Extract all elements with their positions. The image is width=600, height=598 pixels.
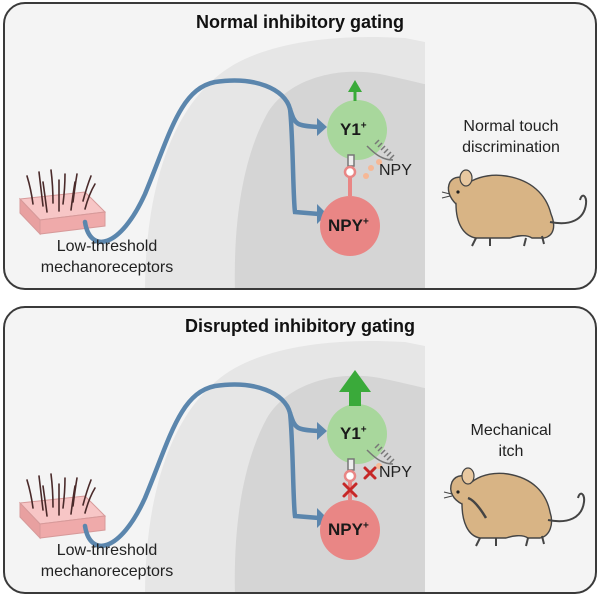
outcome-label: Normal touch discrimination — [446, 116, 576, 158]
synapse-terminal-npy — [317, 508, 327, 528]
npy-peptide-dot — [376, 463, 382, 469]
synapse-terminal-npy — [317, 204, 327, 224]
outcome-label-line2: itch — [498, 443, 524, 460]
block-x-icon — [342, 482, 358, 498]
y1-cell-label: Y1+ — [340, 120, 367, 140]
skin-patch-icon — [18, 473, 107, 540]
y1-cell — [327, 100, 387, 160]
output-arrow-small — [348, 80, 362, 101]
y1-label-text: Y1 — [340, 120, 361, 139]
receptor-label-line2: mechanoreceptors — [40, 259, 174, 276]
afferent-axon-branch — [287, 106, 322, 217]
y1-label-text: Y1 — [340, 424, 361, 443]
outcome-label-line1: Mechanical — [470, 422, 552, 439]
npy-peptide-label: NPY — [379, 464, 412, 481]
panel-normal-gating: Normal inhibitory gating — [3, 2, 597, 290]
npy-peptide-label: NPY — [379, 162, 412, 179]
outcome-label-line2: discrimination — [462, 139, 560, 156]
npy-receptor-icon — [347, 139, 395, 167]
npy-receptor-icon — [347, 443, 395, 471]
panel-disrupted-gating: Disrupted inhibitory gating — [3, 306, 597, 594]
mouse-icon — [441, 169, 588, 247]
npy-peptide-dot — [376, 159, 382, 165]
receptor-label-line2: mechanoreceptors — [40, 563, 174, 580]
y1-label-sup: + — [360, 120, 367, 132]
output-arrow-large — [339, 370, 371, 406]
block-x-icon — [363, 466, 377, 480]
y1-cell — [327, 404, 387, 464]
npy-cell — [320, 500, 380, 560]
synapse-terminal-y1 — [317, 422, 327, 440]
receptor-label: Low-threshold mechanoreceptors — [27, 540, 187, 582]
skin-patch-icon — [18, 169, 107, 236]
y1-cell-label: Y1+ — [340, 424, 367, 444]
panel-title: Disrupted inhibitory gating — [185, 316, 415, 336]
npy-cell-label: NPY+ — [328, 520, 369, 540]
panel-title: Normal inhibitory gating — [195, 12, 404, 32]
panel-diagram — [18, 37, 588, 288]
receptor-label-line1: Low-threshold — [56, 542, 158, 559]
npy-cell-label: NPY+ — [328, 216, 369, 236]
npy-cell-label-text: NPY — [328, 520, 363, 539]
outcome-label: Mechanical itch — [446, 420, 576, 462]
receptor-label-line1: Low-threshold — [56, 238, 158, 255]
mouse-icon — [443, 467, 586, 547]
npy-cell-label-sup: + — [362, 216, 369, 228]
npy-peptide-dot — [363, 173, 369, 179]
npy-cell-label-sup: + — [362, 520, 369, 532]
receptor-label: Low-threshold mechanoreceptors — [27, 236, 187, 278]
inhibitory-bouton — [343, 469, 357, 483]
inhibitory-bouton — [343, 165, 357, 179]
outcome-label-line1: Normal touch — [463, 118, 559, 135]
npy-peptide-dot — [368, 165, 374, 171]
synapse-terminal-y1 — [317, 118, 327, 136]
y1-label-sup: + — [360, 424, 367, 436]
panel-diagram — [18, 341, 586, 592]
npy-cell — [320, 196, 380, 256]
afferent-axon-branch — [287, 410, 322, 521]
npy-cell-label-text: NPY — [328, 216, 363, 235]
